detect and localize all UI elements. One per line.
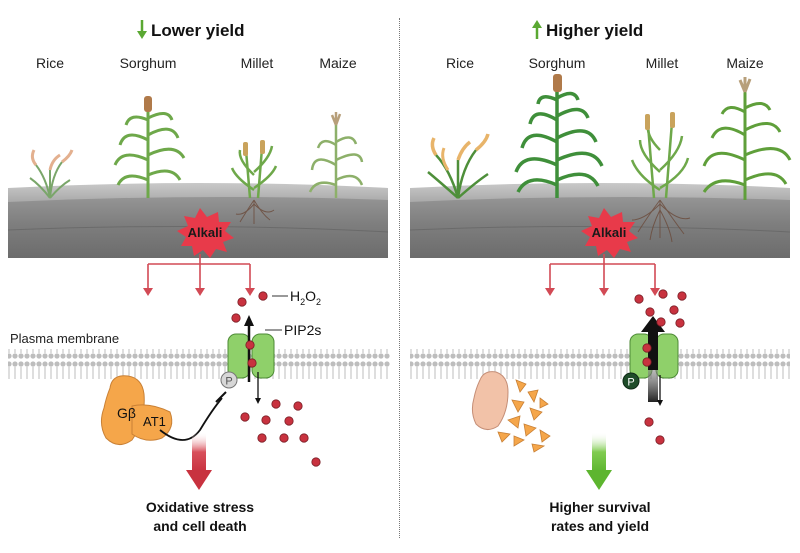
left-signal-arrows bbox=[143, 254, 255, 296]
left-alkali-label: Alkali bbox=[188, 225, 223, 240]
left-phospho-label: P bbox=[225, 376, 232, 388]
left-rice-plant bbox=[29, 149, 74, 199]
right-crop-maize: Maize bbox=[726, 55, 764, 71]
left-crop-millet: Millet bbox=[241, 55, 274, 71]
pip2s-label: PIP2s bbox=[284, 322, 321, 338]
right-maize-plant bbox=[702, 77, 792, 200]
right-crop-rice: Rice bbox=[446, 55, 474, 71]
panel-divider bbox=[399, 18, 400, 538]
left-sorghum-plant bbox=[113, 96, 186, 198]
left-alkali-burst: Alkali bbox=[177, 208, 234, 258]
right-alkali-label: Alkali bbox=[592, 225, 627, 240]
right-millet-plant bbox=[630, 112, 690, 199]
svg-text:H2O2: H2O2 bbox=[290, 288, 321, 307]
left-outcome-arrow bbox=[186, 432, 212, 490]
lower-yield-heading: Lower yield bbox=[137, 20, 245, 40]
left-maize-plant bbox=[308, 112, 364, 198]
right-alkali-burst: Alkali bbox=[581, 208, 638, 258]
up-arrow-icon bbox=[532, 20, 542, 39]
left-pip2-channel bbox=[227, 333, 275, 379]
right-phospho-label: P bbox=[627, 377, 634, 389]
right-crop-sorghum: Sorghum bbox=[529, 55, 586, 71]
right-rice-plant bbox=[427, 133, 490, 199]
right-phosphate: P bbox=[622, 372, 640, 390]
left-outcome-line2: and cell death bbox=[153, 518, 246, 534]
left-efflux-arrow bbox=[244, 315, 261, 404]
right-signal-arrows bbox=[545, 254, 660, 296]
at1-degraded bbox=[497, 379, 551, 453]
h2o2-sub1: 2 bbox=[300, 297, 305, 307]
right-heading: Higher yield bbox=[546, 21, 643, 40]
right-plasma-membrane bbox=[410, 349, 790, 379]
right-efflux-arrow bbox=[641, 316, 665, 406]
right-outcome-line2: rates and yield bbox=[551, 518, 649, 534]
left-panel: Lower yield Rice Sorghum Millet Maize bbox=[7, 20, 390, 534]
membrane-label: Plasma membrane bbox=[10, 331, 119, 346]
h2o2-o: O bbox=[305, 288, 316, 304]
h2o2-sub2: 2 bbox=[316, 297, 321, 307]
right-crop-millet: Millet bbox=[646, 55, 679, 71]
left-plasma-membrane bbox=[8, 349, 390, 379]
left-millet-plant bbox=[230, 140, 278, 199]
left-crop-sorghum: Sorghum bbox=[120, 55, 177, 71]
right-panel: Higher yield Rice Sorghum Millet Maize bbox=[409, 20, 792, 534]
left-h2o2-dots bbox=[231, 291, 321, 467]
left-outcome-line1: Oxidative stress bbox=[146, 499, 254, 515]
gbeta-at1-complex: Gβ AT1 bbox=[100, 375, 173, 445]
higher-yield-heading: Higher yield bbox=[532, 20, 643, 40]
left-millet-roots bbox=[235, 199, 275, 224]
right-h2o2-dots bbox=[634, 289, 687, 445]
right-outcome-arrow bbox=[586, 432, 612, 490]
inhibition-arrow bbox=[159, 391, 227, 441]
right-outcome-line1: Higher survival bbox=[549, 499, 650, 515]
right-millet-roots bbox=[631, 199, 691, 243]
left-crop-maize: Maize bbox=[319, 55, 357, 71]
h2o2-label: H2O2 bbox=[272, 288, 321, 307]
left-crop-rice: Rice bbox=[36, 55, 64, 71]
left-heading: Lower yield bbox=[151, 21, 245, 40]
left-phosphate: P bbox=[220, 371, 238, 389]
gbeta-label: Gβ bbox=[117, 405, 136, 421]
down-arrow-icon bbox=[137, 20, 147, 39]
right-sorghum-plant bbox=[514, 74, 604, 198]
h2o2-h: H bbox=[290, 288, 300, 304]
at1-label: AT1 bbox=[143, 414, 166, 429]
right-gbeta bbox=[471, 371, 509, 430]
